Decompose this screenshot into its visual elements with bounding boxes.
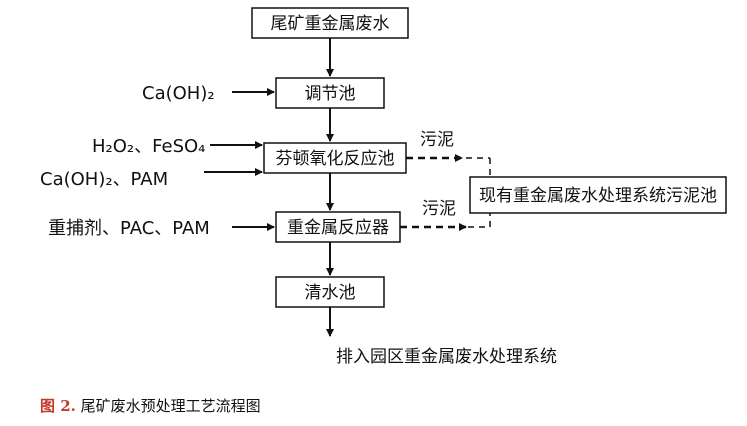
- sludge-pool-box: [469, 176, 727, 214]
- input-caoh2: Ca(OH)₂: [142, 83, 215, 104]
- heavy-metal-reactor-label: 重金属反应器: [287, 218, 389, 238]
- figure-caption: 图 2. 尾矿废水预处理工艺流程图: [40, 395, 261, 416]
- fenton-reactor-box: [263, 142, 407, 174]
- sludge-pool-label: 现有重金属废水处理系统污泥池: [479, 186, 717, 206]
- figure-number: 图 2.: [40, 397, 76, 415]
- source-label: 尾矿重金属废水: [271, 14, 390, 34]
- fenton-reactor-label: 芬顿氧化反应池: [276, 149, 395, 169]
- source-box: [251, 7, 409, 39]
- figure-title: 尾矿废水预处理工艺流程图: [80, 397, 261, 415]
- output-label: 排入园区重金属废水处理系统: [336, 347, 557, 367]
- heavy-metal-reactor-box: [275, 211, 401, 243]
- adjust-pool-box: [275, 77, 385, 109]
- adjust-pool-label: 调节池: [305, 84, 356, 104]
- sludge-label-2: 污泥: [422, 199, 456, 219]
- input-capture-agents: 重捕剂、PAC、PAM: [48, 218, 210, 239]
- input-h2o2-feso4: H₂O₂、FeSO₄: [92, 136, 205, 157]
- sludge-label-1: 污泥: [420, 130, 454, 150]
- input-caoh2-pam: Ca(OH)₂、PAM: [40, 169, 168, 190]
- clear-pool-label: 清水池: [305, 283, 356, 303]
- clear-pool-box: [275, 276, 385, 308]
